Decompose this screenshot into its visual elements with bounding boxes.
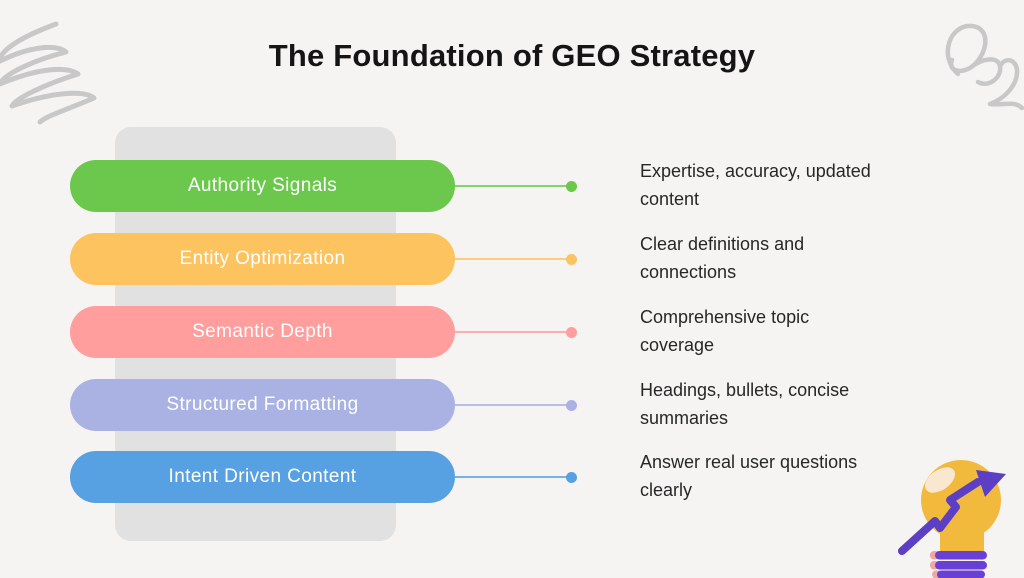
row-description: Headings, bullets, concise summaries — [640, 376, 940, 432]
pill-entity-optimization: Entity Optimization — [70, 233, 455, 285]
strategy-row-entity-optimization: Entity Optimization Clear definitions an… — [0, 233, 1024, 285]
pill-structured-formatting: Structured Formatting — [70, 379, 455, 431]
scribble-zigzag-icon — [0, 18, 120, 130]
connector-dot — [566, 327, 577, 338]
strategy-row-structured-formatting: Structured Formatting Headings, bullets,… — [0, 379, 1024, 431]
connector-line — [455, 258, 568, 260]
strategy-row-authority-signals: Authority Signals Expertise, accuracy, u… — [0, 160, 1024, 212]
connector-line — [455, 476, 568, 478]
pill-label: Entity Optimization — [180, 248, 346, 270]
pill-label: Semantic Depth — [192, 321, 333, 343]
strategy-row-intent-driven-content: Intent Driven Content Answer real user q… — [0, 451, 1024, 503]
row-description: Expertise, accuracy, updated content — [640, 157, 940, 213]
pill-intent-driven-content: Intent Driven Content — [70, 451, 455, 503]
connector-line — [455, 331, 568, 333]
connector-dot — [566, 472, 577, 483]
connector-line — [455, 404, 568, 406]
row-description: Comprehensive topic coverage — [640, 303, 940, 359]
pill-label: Structured Formatting — [166, 394, 358, 416]
pill-semantic-depth: Semantic Depth — [70, 306, 455, 358]
pill-label: Intent Driven Content — [169, 466, 357, 488]
page-title: The Foundation of GEO Strategy — [0, 38, 1024, 74]
connector-dot — [566, 254, 577, 265]
row-description: Clear definitions and connections — [640, 230, 940, 286]
connector-dot — [566, 181, 577, 192]
strategy-row-semantic-depth: Semantic Depth Comprehensive topic cover… — [0, 306, 1024, 358]
connector-dot — [566, 400, 577, 411]
lightbulb-growth-arrow-icon — [888, 438, 1020, 578]
pill-label: Authority Signals — [188, 175, 337, 197]
connector-line — [455, 185, 568, 187]
pill-authority-signals: Authority Signals — [70, 160, 455, 212]
